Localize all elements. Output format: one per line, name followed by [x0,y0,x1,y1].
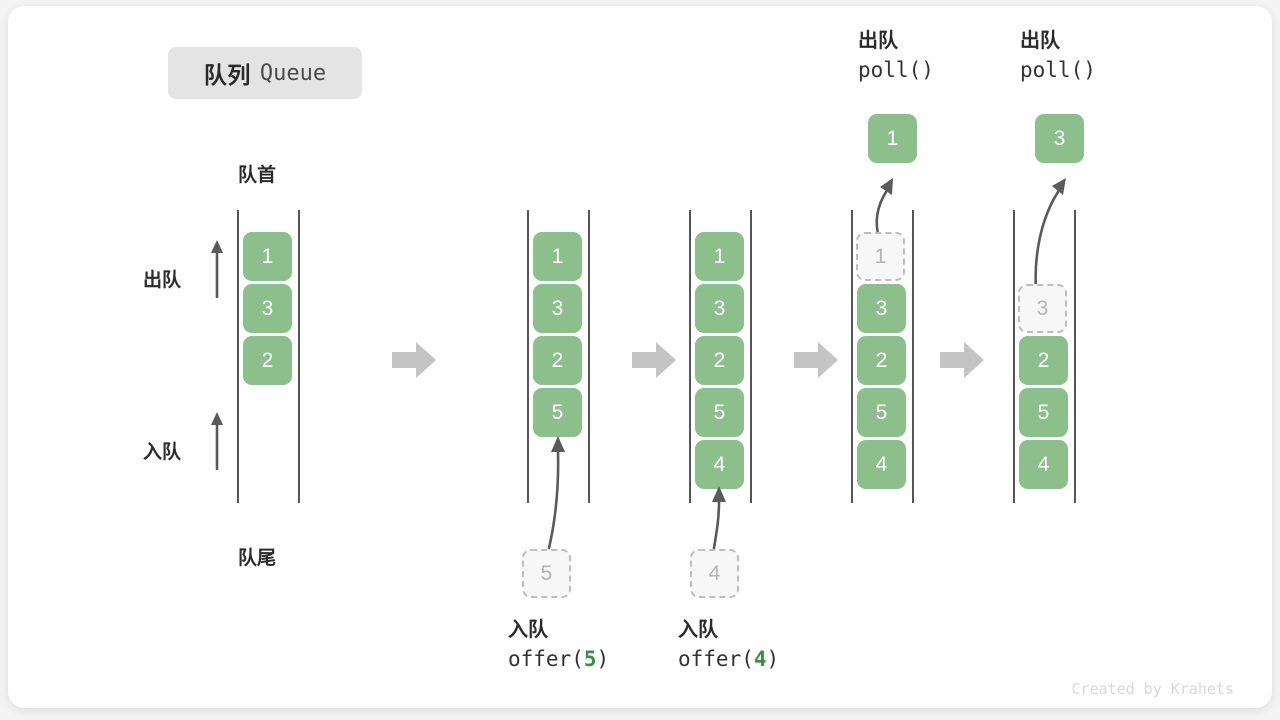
queue-element-new: 4 [695,440,744,489]
operation-caption-offer-4: 入队 offer(4) [678,620,779,670]
title-english: Queue [259,60,327,86]
operation-caption-poll-3: 出队 poll() [1020,31,1096,81]
queue-rail-left [527,210,529,503]
pending-enqueue-element: 5 [522,549,571,598]
transition-arrow-icon [940,342,984,378]
transition-arrow-icon [632,342,676,378]
queue-rail-left [237,210,239,503]
queue-element: 3 [857,284,906,333]
queue-rail-left [1013,210,1015,503]
queue-element: 3 [533,284,582,333]
dequeue-direction-arrow-icon [211,240,223,298]
queue-element: 5 [695,388,744,437]
poll-arrow-icon [1034,178,1066,292]
queue-element: 1 [533,232,582,281]
queue-element: 5 [1019,388,1068,437]
queue-element: 4 [857,440,906,489]
queue-rail-left [689,210,691,503]
queue-element: 5 [857,388,906,437]
queue-rail-right [298,210,300,503]
enqueue-arrow-icon [547,436,565,550]
popped-element: 1 [868,114,917,163]
operation-signature: poll() [1020,58,1096,82]
queue-element: 1 [695,232,744,281]
queue-element: 4 [1019,440,1068,489]
queue-tail-label: 队尾 [238,548,277,569]
queue-element: 2 [695,336,744,385]
removed-element-ghost: 3 [1018,284,1067,333]
queue-rail-right [750,210,752,503]
queue-rail-left [851,210,853,503]
operation-signature: offer(5) [508,647,610,671]
popped-element: 3 [1035,114,1084,163]
operation-label-cn: 入队 [678,619,718,641]
queue-rail-right [588,210,590,503]
queue-element: 2 [1019,336,1068,385]
enqueue-arrow-icon [712,486,726,550]
removed-element-ghost: 1 [856,232,905,281]
queue-element: 3 [695,284,744,333]
enqueue-direction-arrow-icon [211,412,223,470]
queue-rail-right [1074,210,1076,503]
enqueue-direction-label: 入队 [143,442,182,463]
operation-label-cn: 出队 [858,30,898,52]
title-chinese: 队列 [203,62,251,88]
operation-caption-offer-5: 入队 offer(5) [508,620,609,670]
title-badge: 队列 Queue [168,47,362,99]
queue-element: 3 [243,284,292,333]
operation-signature: poll() [858,58,934,82]
operation-signature: offer(4) [678,647,780,671]
operation-label-cn: 入队 [508,619,548,641]
operation-caption-poll-1: 出队 poll() [858,31,934,81]
dequeue-direction-label: 出队 [143,270,182,291]
queue-element: 2 [533,336,582,385]
queue-rail-right [912,210,914,503]
queue-element: 1 [243,232,292,281]
transition-arrow-icon [794,342,838,378]
credit-text: Created by Krahets [1071,680,1234,698]
pending-enqueue-element: 4 [690,549,739,598]
queue-head-label: 队首 [238,165,277,186]
queue-element: 2 [857,336,906,385]
operation-label-cn: 出队 [1020,30,1060,52]
queue-element-new: 5 [533,388,582,437]
transition-arrow-icon [392,342,436,378]
queue-element: 2 [243,336,292,385]
